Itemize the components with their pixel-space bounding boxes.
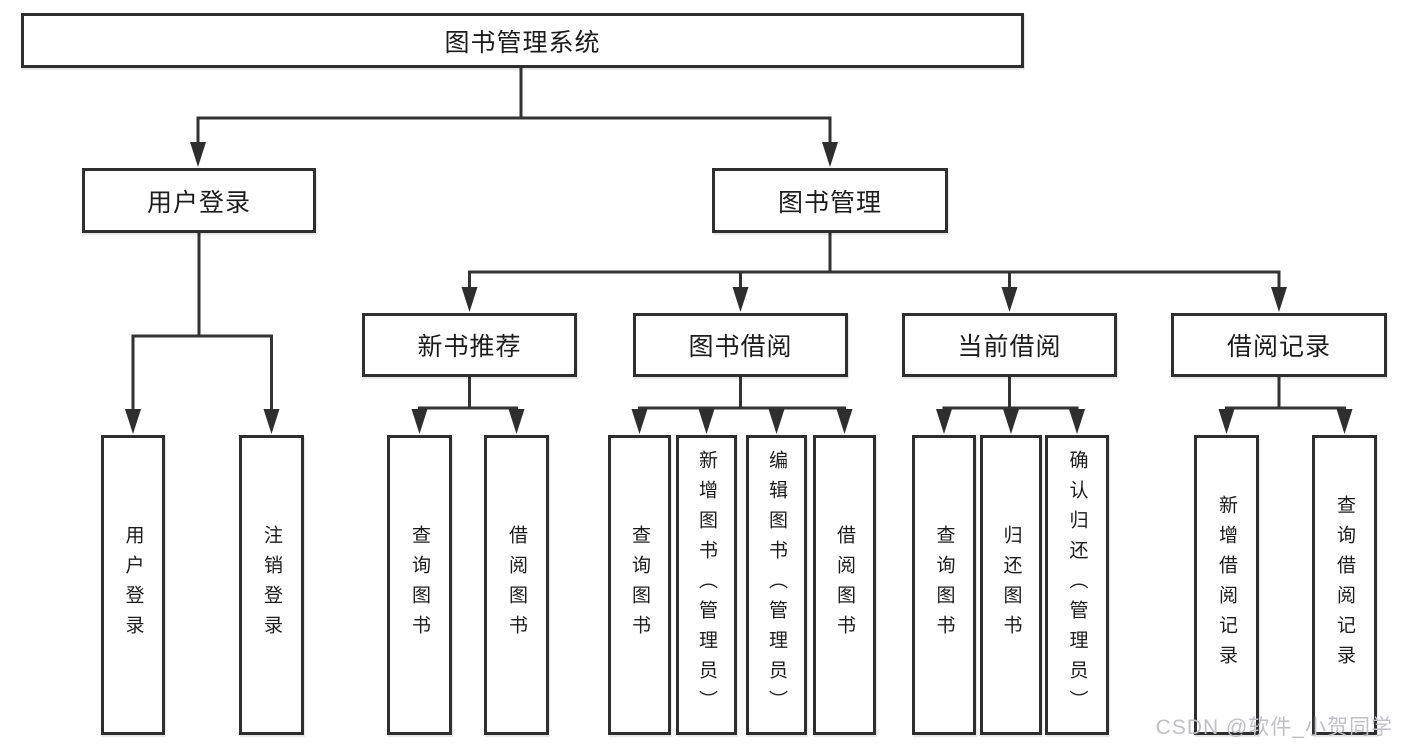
leaf-user-login: 用户登录 [101, 435, 165, 735]
leaf-br-add-record-label: 新增借阅记录 [1216, 495, 1237, 675]
node-user-login: 用户登录 [82, 168, 316, 233]
leaf-cb-confirm-return-label: 确认归还（管理员） [1066, 450, 1088, 720]
leaf-nbr-borrow-book-label: 借阅图书 [506, 525, 527, 645]
leaf-nbr-query-book: 查询图书 [387, 435, 452, 735]
leaf-cb-query-book-label: 查询图书 [933, 525, 955, 645]
node-book-management: 图书管理 [712, 168, 948, 233]
leaf-bb-query-book: 查询图书 [608, 435, 671, 735]
node-new-book-recommend: 新书推荐 [362, 313, 577, 377]
node-borrowing-records-label: 借阅记录 [1226, 333, 1331, 361]
leaf-br-add-record: 新增借阅记录 [1194, 435, 1259, 735]
leaf-bb-borrow-book-label: 借阅图书 [834, 525, 855, 645]
leaf-bb-add-book-label: 新增图书（管理员） [696, 450, 717, 720]
leaf-bb-query-book-label: 查询图书 [629, 525, 650, 645]
csdn-watermark: CSDN @软件_小贺同学 [1155, 716, 1393, 739]
leaf-logout-label: 注销登录 [261, 525, 282, 645]
node-book-management-label: 图书管理 [777, 188, 882, 217]
leaf-br-query-record-label: 查询借阅记录 [1334, 495, 1355, 675]
leaf-cb-return-book: 归还图书 [980, 435, 1042, 735]
leaf-logout: 注销登录 [239, 435, 304, 735]
node-new-book-recommend-label: 新书推荐 [417, 333, 522, 361]
node-root: 图书管理系统 [21, 13, 1024, 68]
leaf-nbr-borrow-book: 借阅图书 [484, 435, 549, 735]
leaf-bb-add-book: 新增图书（管理员） [676, 435, 737, 735]
node-user-login-label: 用户登录 [146, 188, 251, 217]
leaf-cb-return-book-label: 归还图书 [1000, 525, 1022, 645]
node-root-label: 图书管理系统 [444, 28, 601, 57]
leaf-bb-edit-book-label: 编辑图书（管理员） [766, 450, 787, 720]
leaf-user-login-label: 用户登录 [122, 525, 144, 645]
node-borrowing-records: 借阅记录 [1171, 313, 1387, 377]
node-current-borrowing-label: 当前借阅 [957, 333, 1062, 361]
leaf-cb-query-book: 查询图书 [912, 435, 976, 735]
leaf-bb-edit-book: 编辑图书（管理员） [746, 435, 807, 735]
leaf-br-query-record: 查询借阅记录 [1312, 435, 1377, 735]
leaf-bb-borrow-book: 借阅图书 [813, 435, 876, 735]
node-book-borrowing: 图书借阅 [633, 313, 848, 377]
node-current-borrowing: 当前借阅 [902, 313, 1117, 377]
node-book-borrowing-label: 图书借阅 [688, 333, 793, 361]
leaf-cb-confirm-return: 确认归还（管理员） [1045, 435, 1109, 735]
leaf-nbr-query-book-label: 查询图书 [409, 525, 430, 645]
